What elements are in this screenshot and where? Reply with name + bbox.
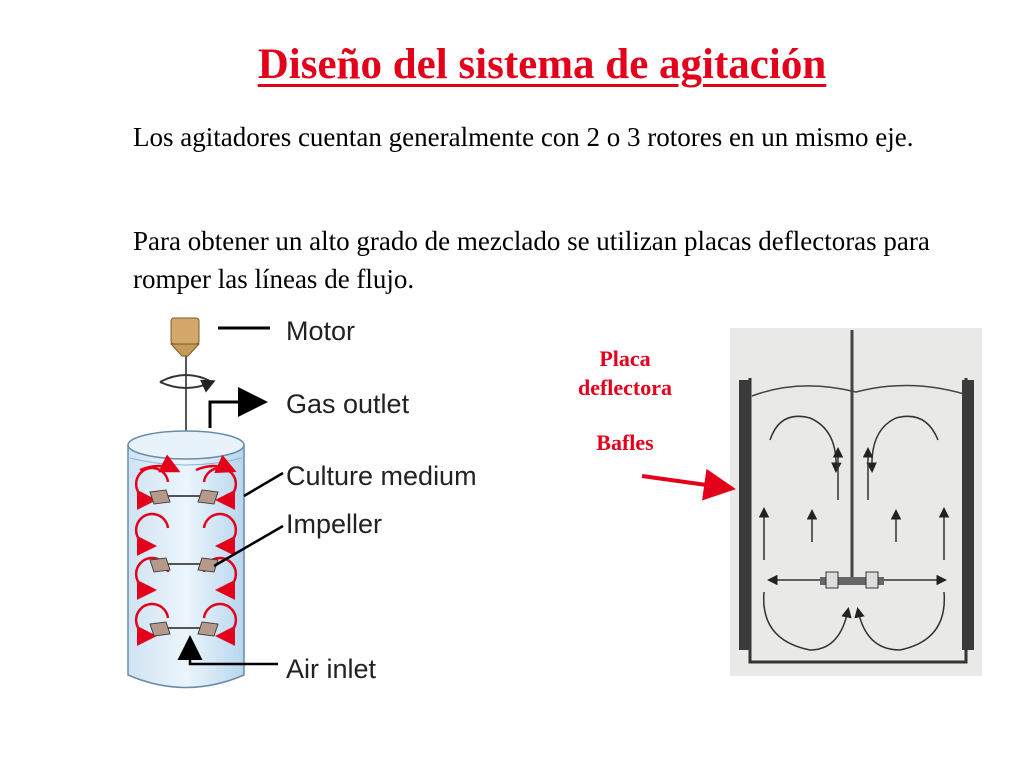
label-placa: Placa [599, 346, 651, 371]
impeller-leader [213, 524, 284, 568]
gas-outlet-arrow-icon [208, 387, 268, 428]
motor-icon [169, 317, 201, 357]
paragraph-rotors: Los agitadores cuentan generalmente con … [133, 122, 914, 152]
label-motor: Motor [286, 316, 355, 346]
baffled-tank-diagram [641, 328, 982, 676]
baffle-left [739, 380, 751, 650]
label-air-inlet: Air inlet [286, 654, 377, 684]
circulation-arrows [134, 454, 238, 646]
baffle-pointer-arrow-icon [641, 468, 736, 501]
bioreactor-diagram: Motor Gas outlet Culture medium Impeller… [127, 316, 477, 689]
label-gas-outlet: Gas outlet [286, 389, 410, 419]
liquid-surface [751, 384, 965, 397]
label-placa-deflectora: Placa deflectora [550, 344, 700, 402]
flow-lines [758, 415, 950, 651]
label-deflectora: deflectora [577, 375, 673, 400]
label-culture-medium: Culture medium [286, 461, 477, 491]
tank-impeller [820, 571, 884, 589]
label-impeller: Impeller [286, 509, 382, 539]
air-inlet-arrow-icon [177, 635, 278, 666]
paragraph-baffles: Para obtener un alto grado de mezclado s… [133, 226, 930, 294]
baffle-right [962, 380, 974, 650]
tank-photo-background [730, 328, 982, 676]
label-bafles: Bafles [596, 430, 654, 455]
culture-medium-leader [243, 471, 284, 498]
impellers [149, 489, 219, 637]
page-title: Diseño del sistema de agitación [257, 41, 827, 88]
